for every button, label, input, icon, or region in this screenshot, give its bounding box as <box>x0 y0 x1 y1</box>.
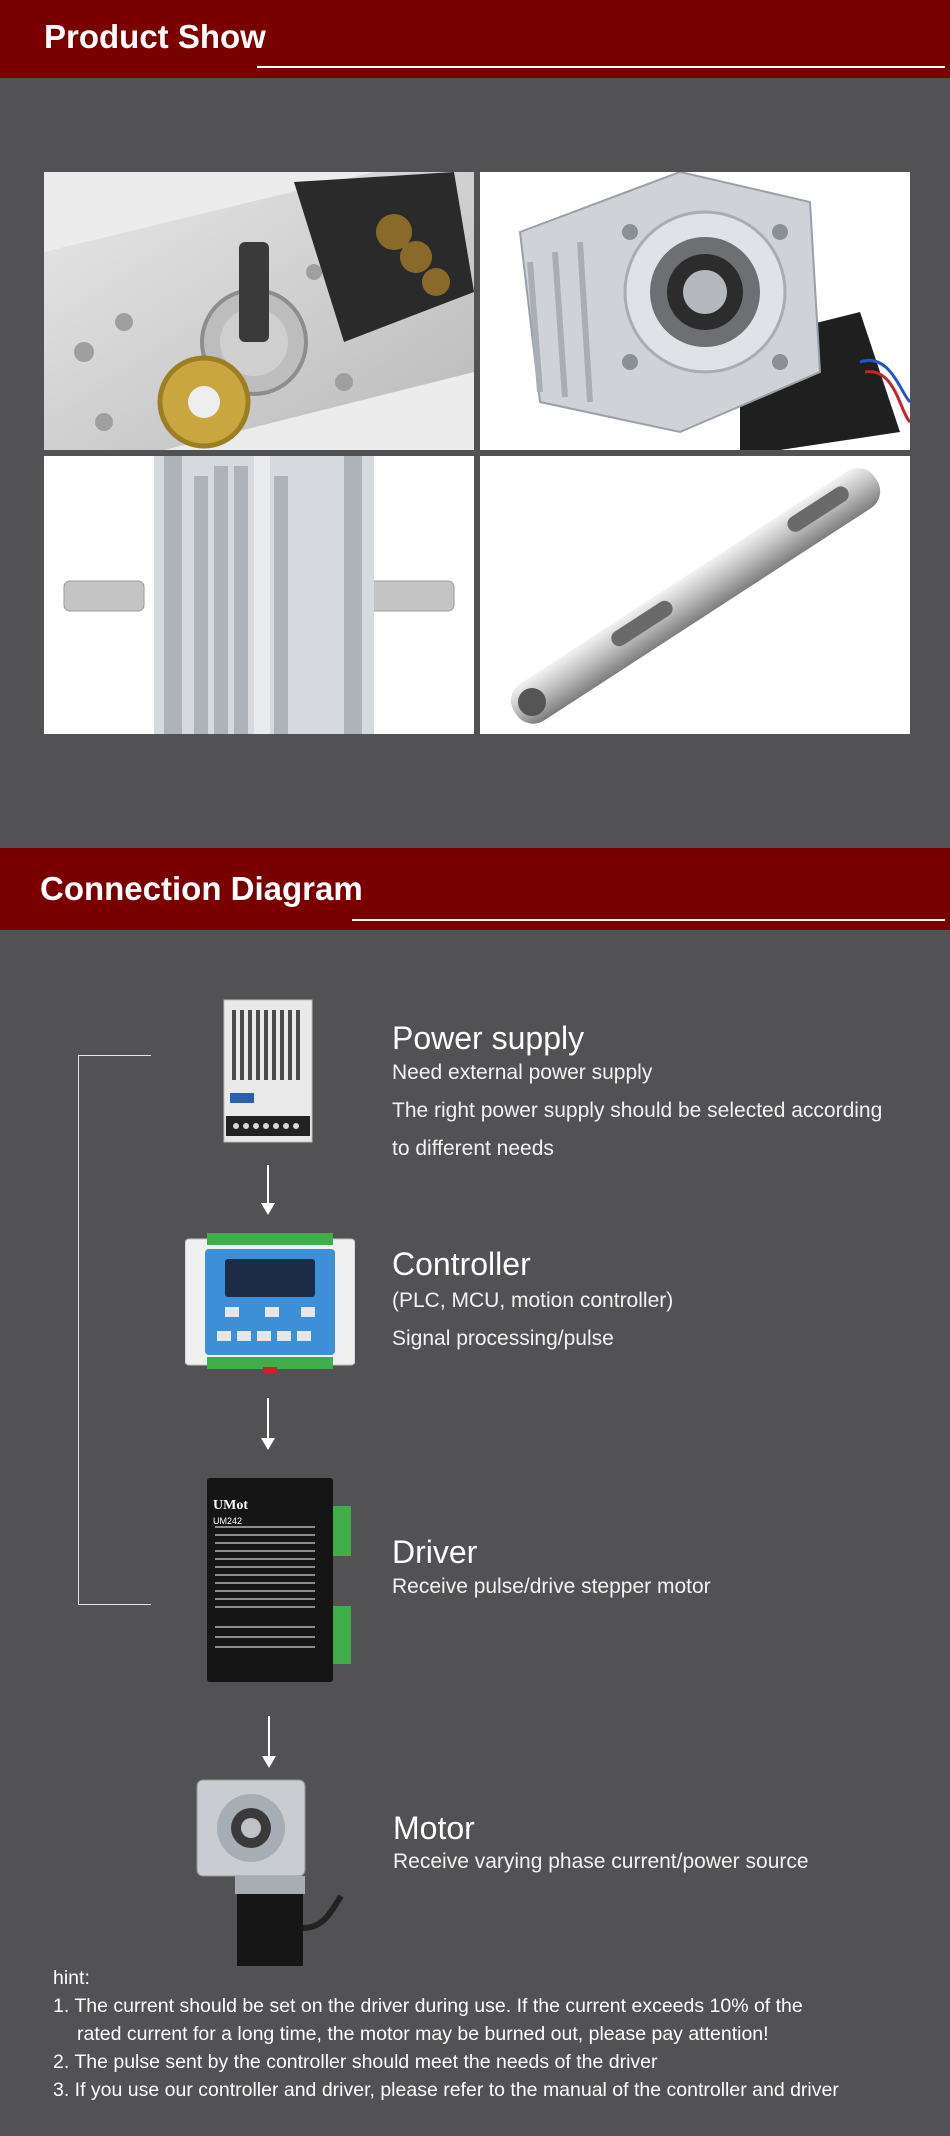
step-desc-line: Signal processing/pulse <box>392 1327 614 1350</box>
driver-image: UMot UM242 <box>205 1476 355 1684</box>
arrow-down-icon <box>261 1438 275 1450</box>
driver-brand-label: UMot <box>213 1498 248 1513</box>
motor-image <box>195 1778 345 1968</box>
power-supply-image <box>222 998 314 1144</box>
section-title: Product Show <box>44 18 266 55</box>
step-desc-line: Need external power supply <box>392 1061 653 1084</box>
step-desc-line: The right power supply should be selecte… <box>392 1099 883 1122</box>
hint-item: 2. The pulse sent by the controller shou… <box>53 2051 658 2073</box>
section-banner-connection-diagram: Connection Diagram <box>0 848 950 930</box>
flow-arrow-line <box>267 1165 269 1203</box>
controller-image <box>184 1233 356 1373</box>
product-photo-double-shaft-gearbox <box>44 456 474 734</box>
step-desc-line: Receive varying phase current/power sour… <box>393 1850 809 1873</box>
step-title-power-supply: Power supply <box>392 1020 585 1056</box>
hint-item: 3. If you use our controller and driver,… <box>53 2079 839 2101</box>
arrow-down-icon <box>262 1756 276 1768</box>
section-banner-product-show: Product Show <box>0 0 950 78</box>
title-underline <box>352 919 945 921</box>
step-desc-line: to different needs <box>392 1137 554 1160</box>
hint-label: hint: <box>53 1967 90 1989</box>
hint-item: 1. The current should be set on the driv… <box>53 1995 803 2017</box>
title-underline <box>257 66 945 68</box>
driver-model-label: UM242 <box>213 1516 243 1526</box>
step-title-driver: Driver <box>392 1534 478 1570</box>
product-photo-shaft <box>480 456 910 734</box>
flow-arrow-line <box>267 1398 269 1438</box>
step-title-motor: Motor <box>393 1810 475 1846</box>
feedback-bracket-line <box>78 1055 151 1605</box>
step-desc-line: (PLC, MCU, motion controller) <box>392 1289 674 1312</box>
step-desc-line: Receive pulse/drive stepper motor <box>392 1575 711 1598</box>
arrow-down-icon <box>261 1203 275 1215</box>
flow-arrow-line <box>268 1716 270 1756</box>
hint-item-continuation: rated current for a long time, the motor… <box>77 2023 769 2045</box>
section-title: Connection Diagram <box>40 870 363 907</box>
product-photo-worm-gearbox-motor <box>480 172 910 450</box>
step-title-controller: Controller <box>392 1246 531 1282</box>
product-photo-gear-train <box>44 172 474 450</box>
